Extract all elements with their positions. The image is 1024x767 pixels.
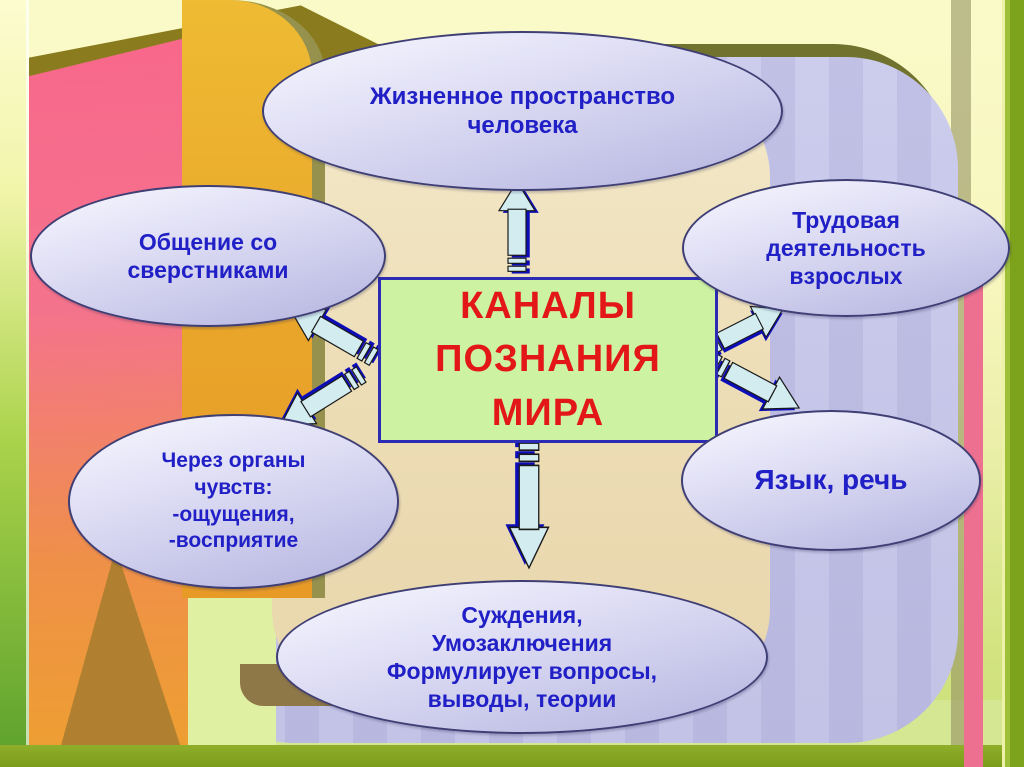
node-label: Язык, речь — [754, 464, 908, 496]
central-box-title: КАНАЛЫ ПОЗНАНИЯ МИРА — [435, 285, 661, 434]
node-label: Трудовая деятельность взрослых — [766, 206, 926, 290]
node-label: Жизненное пространство человека — [369, 82, 676, 139]
central-box: КАНАЛЫ ПОЗНАНИЯ МИРА — [378, 277, 718, 443]
node-ellipse-peer-communication: Общение со сверстниками — [30, 185, 386, 327]
striped-arrow-up-icon — [498, 180, 540, 275]
node-ellipse-language-speech: Язык, речь — [681, 410, 981, 551]
node-ellipse-life-space: Жизненное пространство человека — [262, 31, 783, 191]
node-ellipse-adult-work: Трудовая деятельность взрослых — [682, 179, 1010, 317]
striped-arrow-down-icon — [504, 439, 550, 569]
node-ellipse-sense-organs: Через органы чувств: -ощущения, -восприя… — [68, 414, 399, 589]
node-label: Суждения, Умозаключения Формулирует вопр… — [386, 601, 658, 713]
right-green-edge — [1002, 0, 1024, 767]
node-label: Общение со сверстниками — [127, 228, 289, 283]
node-label: Через органы чувств: -ощущения, -восприя… — [161, 448, 306, 553]
right-pink-stripe — [964, 283, 983, 767]
left-green-strip — [0, 0, 29, 767]
bottom-dark-green-band — [0, 745, 1024, 767]
node-ellipse-judgments: Суждения, Умозаключения Формулирует вопр… — [276, 580, 768, 734]
